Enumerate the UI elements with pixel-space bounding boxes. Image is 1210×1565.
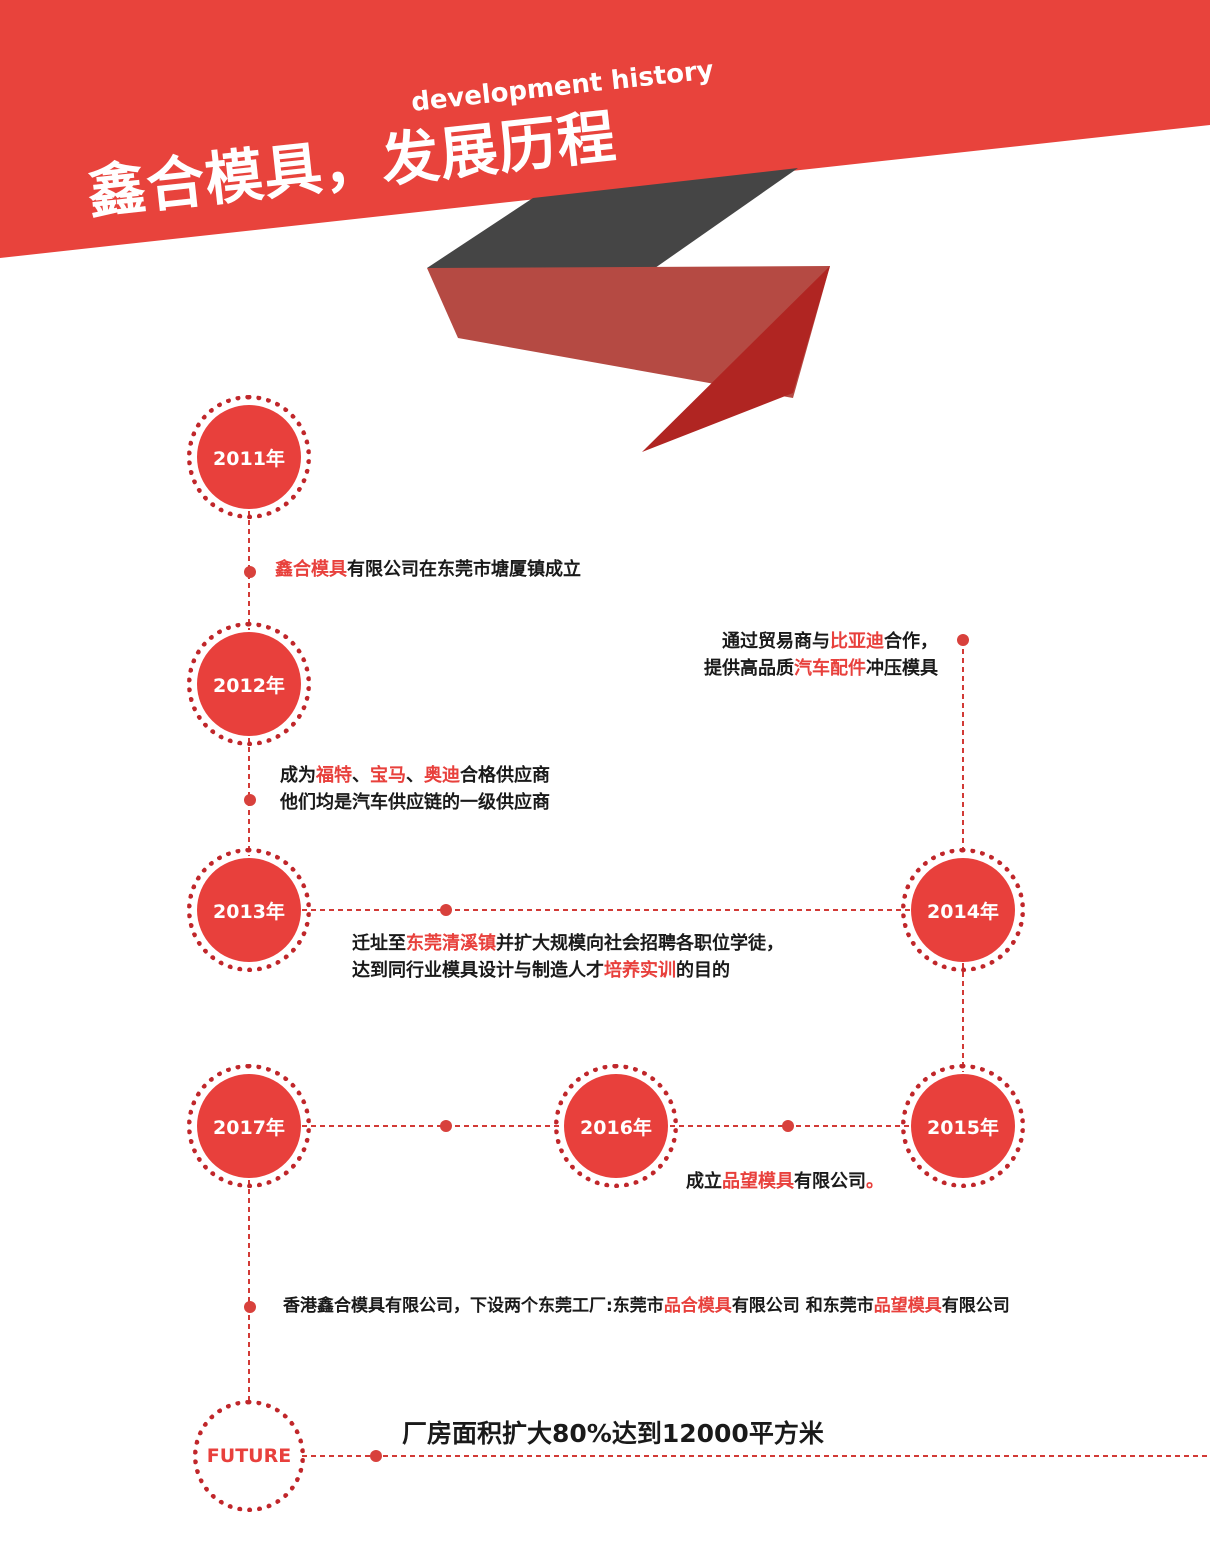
event-2016: 成立品望模具有限公司。: [686, 1168, 884, 1195]
milestone-2013: 2013年: [187, 848, 311, 972]
event-text: 成为: [280, 765, 316, 786]
milestone-2011: 2011年: [187, 395, 311, 519]
milestone-2015: 2015年: [901, 1064, 1025, 1188]
event-text: 香港鑫合模具有限公司，下设两个东莞工厂:东莞市: [283, 1296, 664, 1316]
header-band: [0, 0, 1210, 258]
event-highlight: 品合模具: [663, 1296, 732, 1316]
event-highlight: 比亚迪: [830, 631, 884, 652]
milestone-2014: 2014年: [901, 848, 1025, 972]
event-text: 合格供应商: [460, 765, 550, 786]
event-highlight: 福特: [316, 765, 352, 786]
event-highlight: 鑫合模具: [275, 559, 347, 580]
event-text: 有限公司在东莞市塘厦镇成立: [347, 559, 581, 580]
event-highlight: 汽车配件: [794, 658, 866, 679]
event-text: 并扩大规模向社会招聘各职位学徒，: [496, 933, 784, 954]
event-text: 他们均是汽车供应链的一级供应商: [280, 792, 550, 813]
event-text: 、: [406, 765, 424, 786]
event-text: 、: [352, 765, 370, 786]
timeline-dots: [244, 566, 969, 1462]
event-future: 厂房面积扩大80%达到12000平方米: [402, 1419, 824, 1448]
event-highlight: 培养实训: [604, 960, 676, 981]
event-2013: 迁址至东莞清溪镇并扩大规模向社会招聘各职位学徒， 达到同行业模具设计与制造人才培…: [352, 930, 784, 984]
milestone-future: FUTURE: [193, 1400, 305, 1512]
ribbon-dark-fold: [427, 168, 798, 268]
event-2017: 香港鑫合模具有限公司，下设两个东莞工厂:东莞市品合模具有限公司 和东莞市品望模具…: [283, 1293, 1010, 1320]
milestone-2016: 2016年: [554, 1064, 678, 1188]
event-2014: 通过贸易商与比亚迪合作， 提供高品质汽车配件冲压模具: [640, 628, 938, 682]
event-highlight: 宝马: [370, 765, 406, 786]
ribbon-tip: [642, 266, 830, 452]
event-2012: 成为福特、宝马、奥迪合格供应商 他们均是汽车供应链的一级供应商: [280, 762, 550, 816]
event-highlight: 品望模具: [873, 1296, 942, 1316]
ribbon-middle-band: [427, 266, 830, 398]
event-text: 的目的: [676, 960, 730, 981]
event-text: 成立: [686, 1171, 722, 1192]
event-highlight: 奥迪: [424, 765, 460, 786]
event-text: 有限公司 和东莞市: [731, 1296, 874, 1316]
milestone-2012: 2012年: [187, 622, 311, 746]
event-highlight: 东莞清溪镇: [406, 933, 496, 954]
event-text: 有限公司: [794, 1171, 866, 1192]
event-text: 通过贸易商与: [722, 631, 830, 652]
event-text: 有限公司: [941, 1296, 1010, 1316]
event-highlight: 品望模具: [722, 1171, 794, 1192]
event-text: 迁址至: [352, 933, 406, 954]
milestone-2017: 2017年: [187, 1064, 311, 1188]
event-text: 达到同行业模具设计与制造人才: [352, 960, 604, 981]
event-text: 冲压模具: [866, 658, 938, 679]
event-2011: 鑫合模具有限公司在东莞市塘厦镇成立: [275, 556, 581, 583]
event-text: 合作，: [884, 631, 938, 652]
event-text: 提供高品质: [704, 658, 794, 679]
event-highlight: 。: [866, 1171, 884, 1192]
